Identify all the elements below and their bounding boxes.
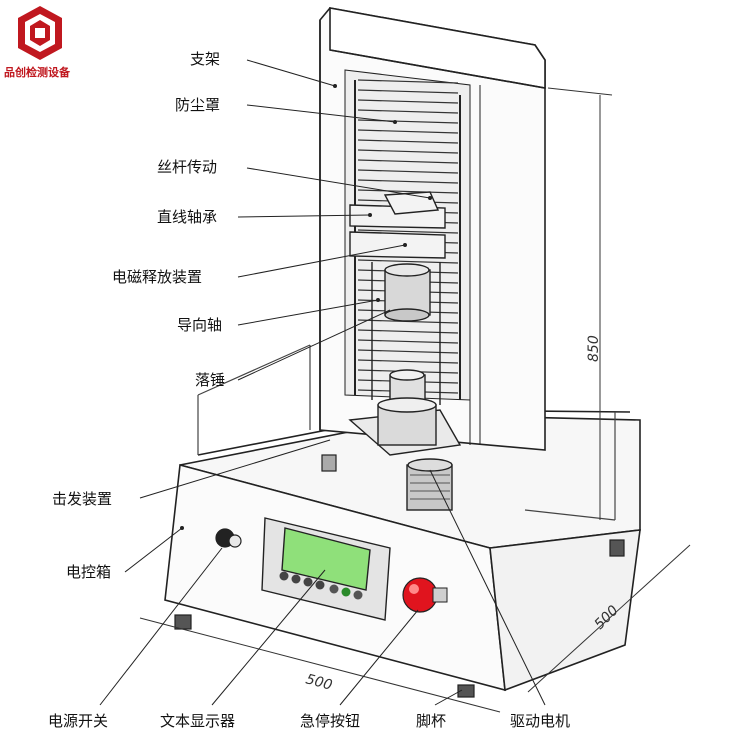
dust-cover-slat <box>357 89 459 94</box>
label-em-release: 电磁释放装置 <box>112 268 203 286</box>
power-knob-icon <box>215 528 242 548</box>
dust-cover-slat <box>357 189 459 194</box>
leader-dots <box>180 84 432 530</box>
label-linear-bearing: 直线轴承 <box>157 208 218 226</box>
drive-motor <box>406 458 453 511</box>
dust-cover-slat <box>357 139 459 144</box>
dust-cover-slat <box>357 129 459 134</box>
dim-width: 500 <box>304 671 334 693</box>
dust-cover-slat <box>357 119 459 124</box>
dust-cover-slat <box>357 259 459 264</box>
panel-buttons-icon <box>279 571 363 600</box>
leader-lines <box>99 59 546 706</box>
brand-name: 品创检测设备 <box>4 66 70 79</box>
dust-cover-slat <box>357 339 459 344</box>
label-drive-motor: 驱动电机 <box>510 712 571 730</box>
label-screw-drive: 丝杆传动 <box>157 158 218 176</box>
drop-hammer <box>384 263 431 322</box>
label-frame: 支架 <box>190 50 221 68</box>
dust-cover-slat <box>357 79 459 84</box>
guide-shafts <box>371 262 441 405</box>
brand-logo-icon <box>18 6 62 60</box>
label-guide-shaft: 导向轴 <box>177 316 223 334</box>
dust-cover-slat <box>357 349 459 354</box>
dust-cover-slat <box>357 169 459 174</box>
dust-cover-slat <box>357 229 459 234</box>
label-dust-cover: 防尘罩 <box>175 96 221 114</box>
dust-cover-slat <box>357 159 459 164</box>
dimension-lines <box>139 87 691 713</box>
emergency-stop-icon <box>402 577 448 613</box>
label-striker: 击发装置 <box>52 490 113 508</box>
label-drop-hammer: 落锤 <box>195 371 226 389</box>
dust-cover-slat <box>357 359 459 364</box>
label-foot-cup: 脚杯 <box>416 712 447 730</box>
label-text-display: 文本显示器 <box>160 712 236 730</box>
label-power-switch: 电源开关 <box>48 712 109 730</box>
dust-cover-slat <box>357 179 459 184</box>
foot-cups <box>174 454 625 698</box>
label-control-box: 电控箱 <box>66 563 112 581</box>
dim-height: 850 <box>586 335 602 362</box>
dust-cover-slat <box>357 99 459 104</box>
dust-cover-slat <box>357 109 459 114</box>
striker-assembly <box>348 369 462 456</box>
label-emergency-stop: 急停按钮 <box>300 712 361 730</box>
dust-cover-slat <box>357 329 459 334</box>
carriage <box>349 191 446 259</box>
dust-cover-slat <box>357 149 459 154</box>
